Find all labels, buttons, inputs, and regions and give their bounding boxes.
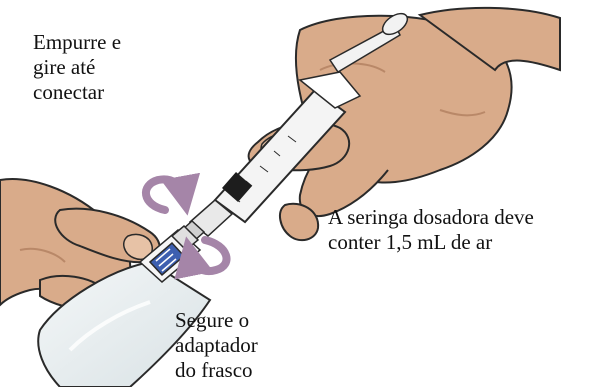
label-line: adaptador	[175, 333, 258, 358]
hold-adapter-instruction: Segure o adaptador do frasco	[175, 308, 258, 383]
push-rotate-instruction: Empurre e gire até conectar	[33, 30, 121, 105]
curved-arrow-icon	[146, 179, 184, 210]
label-line: Empurre e	[33, 30, 121, 55]
label-line: gire até	[33, 55, 121, 80]
label-line: A seringa dosadora deve	[328, 205, 534, 230]
label-line: Segure o	[175, 308, 258, 333]
label-line: conectar	[33, 80, 121, 105]
label-line: do frasco	[175, 358, 258, 383]
label-line: conter 1,5 mL de ar	[328, 230, 534, 255]
curved-arrow-icon	[190, 240, 227, 271]
syringe-air-instruction: A seringa dosadora deve conter 1,5 mL de…	[328, 205, 534, 255]
